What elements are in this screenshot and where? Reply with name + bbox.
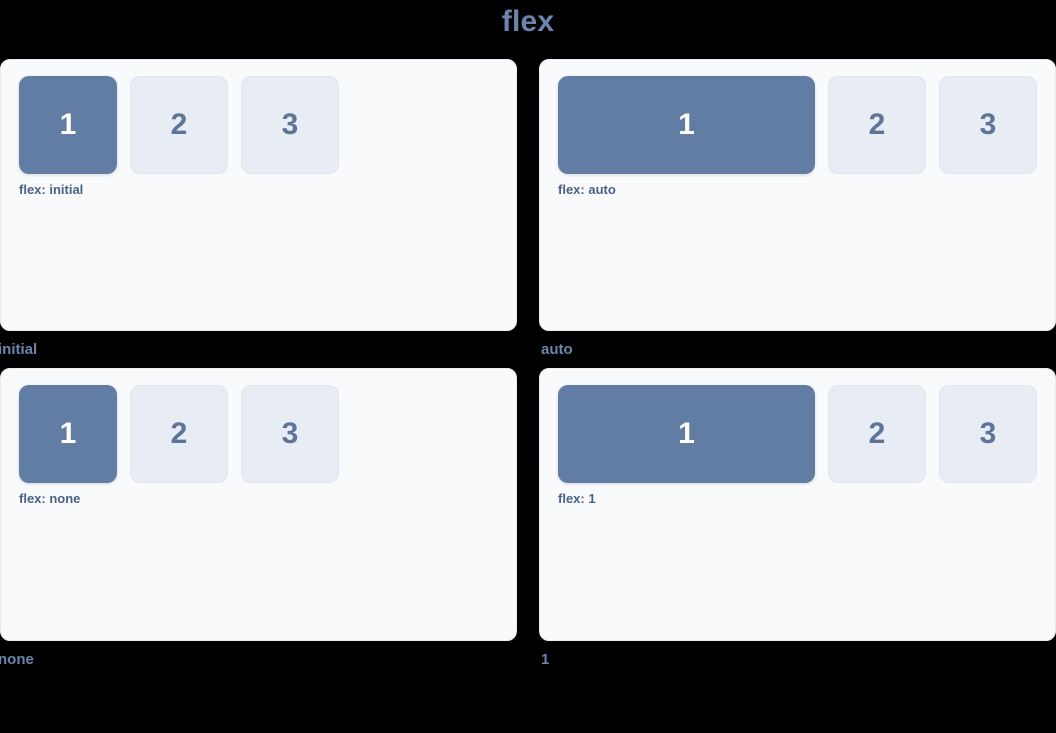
demo-card: 1 2 3 flex: none [0, 368, 517, 641]
demo-panel-auto: 1 2 3 flex: auto auto [539, 59, 1056, 368]
flex-item-3[interactable]: 3 [241, 76, 339, 174]
panel-caption: initial [0, 341, 38, 358]
flex-item-2[interactable]: 2 [130, 76, 228, 174]
flex-item-1[interactable]: 1 [558, 76, 815, 174]
demo-panel-initial: 1 2 3 flex: initial initial [0, 59, 517, 368]
flex-container: 1 2 3 [558, 76, 1055, 174]
demo-panel-none: 1 2 3 flex: none none [0, 368, 517, 678]
demo-row-top: 1 2 3 flex: initial initial 1 2 3 flex: … [0, 59, 1056, 368]
flex-property-label: flex: initial [19, 182, 84, 197]
flex-demo-grid: 1 2 3 flex: initial initial 1 2 3 flex: … [0, 59, 1056, 678]
flex-item-3[interactable]: 3 [939, 76, 1037, 174]
flex-container: 1 2 3 [19, 385, 516, 483]
demo-row-bottom: 1 2 3 flex: none none 1 2 3 flex: 1 1 [0, 368, 1056, 678]
flex-property-label: flex: auto [558, 182, 616, 197]
panel-caption: 1 [541, 651, 550, 668]
page-title: flex [501, 5, 555, 38]
flex-container: 1 2 3 [558, 385, 1055, 483]
flex-item-1[interactable]: 1 [19, 385, 117, 483]
flex-item-2[interactable]: 2 [828, 76, 926, 174]
demo-panel-one: 1 2 3 flex: 1 1 [539, 368, 1056, 678]
flex-item-2[interactable]: 2 [828, 385, 926, 483]
demo-card: 1 2 3 flex: initial [0, 59, 517, 331]
panel-caption: auto [541, 341, 573, 358]
flex-item-1[interactable]: 1 [19, 76, 117, 174]
panel-caption: none [0, 651, 34, 668]
flex-property-label: flex: none [19, 491, 81, 506]
flex-property-label: flex: 1 [558, 491, 596, 506]
flex-item-3[interactable]: 3 [939, 385, 1037, 483]
flex-container: 1 2 3 [19, 76, 516, 174]
flex-item-3[interactable]: 3 [241, 385, 339, 483]
flex-item-2[interactable]: 2 [130, 385, 228, 483]
flex-item-1[interactable]: 1 [558, 385, 815, 483]
demo-card: 1 2 3 flex: auto [539, 59, 1056, 331]
demo-card: 1 2 3 flex: 1 [539, 368, 1056, 641]
